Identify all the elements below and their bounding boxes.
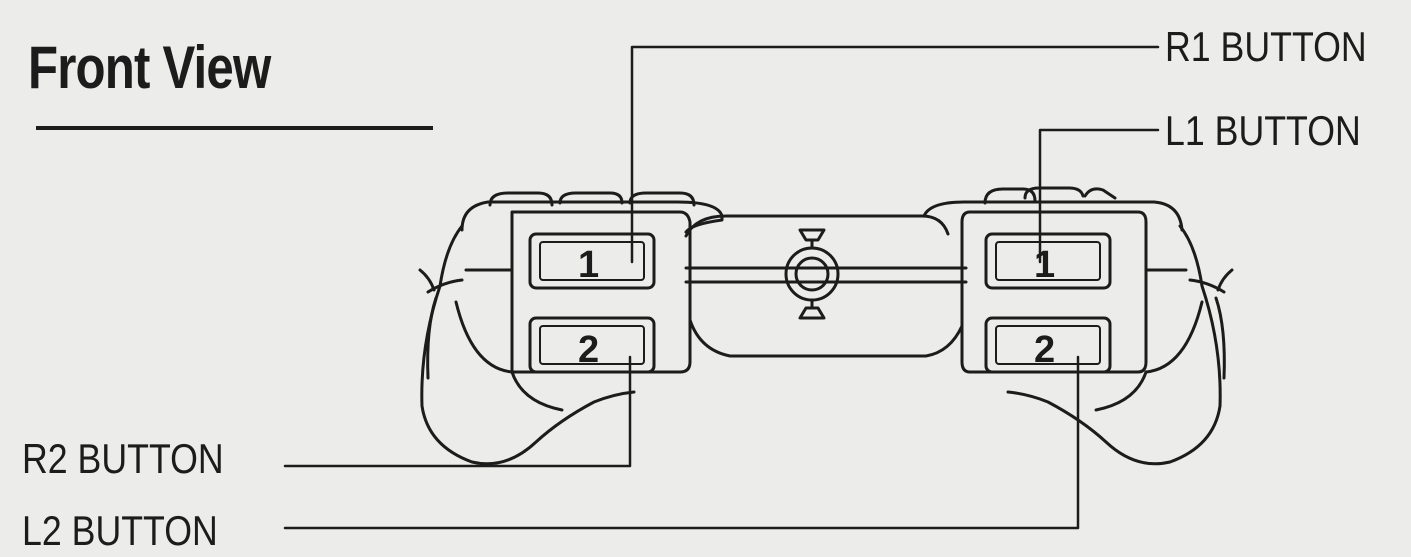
right-button-1-number: 1 [1034,244,1055,286]
label-l1-button: L1 BUTTON [1165,107,1361,154]
leader-r1 [630,45,1160,264]
leader-l1 [1038,128,1160,264]
title-underline [36,126,433,130]
label-r1-button: R1 BUTTON [1165,23,1367,70]
page-title: Front View [28,34,271,101]
right-shoulder-buttons [984,232,1112,374]
left-button-1-number: 1 [578,244,599,286]
leader-l2 [283,355,1080,530]
right-button-1 [984,232,1112,290]
label-l2-button: L2 BUTTON [22,507,218,554]
right-button-2 [984,316,1112,374]
label-r2-button: R2 BUTTON [22,435,224,482]
left-button-1 [528,232,656,290]
left-button-2 [528,316,656,374]
left-shoulder-buttons [528,232,656,374]
right-button-2-number: 2 [1034,329,1055,371]
controller-body [418,186,1234,466]
left-button-2-number: 2 [578,329,599,371]
